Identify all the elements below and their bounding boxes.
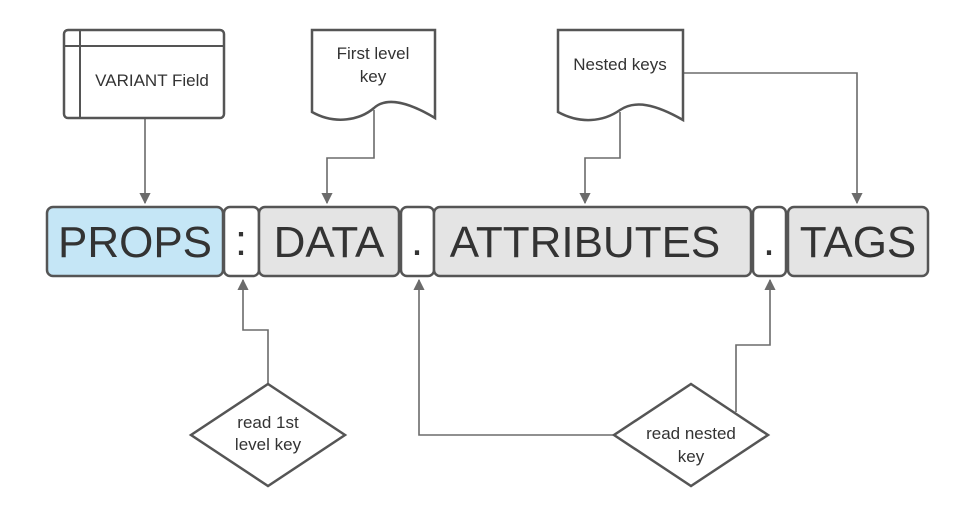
read-first-level-label-line2: level key (235, 435, 302, 454)
colon-separator-label: : (235, 216, 247, 265)
first-level-key-label-line1: First level (337, 44, 410, 63)
data-segment-label: DATA (274, 218, 385, 267)
tags-segment-label: TAGS (800, 218, 917, 267)
read-nested-shape (611, 382, 771, 488)
read-nested-label-line2: key (678, 447, 705, 466)
connector-read-nested-to-dot2 (735, 278, 776, 412)
read-nested-diamond: read nested key (611, 382, 771, 488)
attributes-segment-label: ATTRIBUTES (450, 218, 721, 267)
connector-read-first-to-colon (237, 278, 269, 384)
nested-keys-shape: Nested keys (556, 28, 685, 123)
data-segment-box (257, 205, 401, 278)
nested-keys-label: Nested keys (573, 55, 667, 74)
path-segments: PROPS : DATA . ATTRIBUTES . TAGS (45, 205, 930, 278)
dot-separator-1-label: . (411, 216, 423, 265)
variant-field-box (62, 28, 226, 120)
read-nested-label-line1: read nested (646, 424, 736, 443)
read-first-level-diamond: read 1st level key (188, 382, 348, 488)
first-level-key-shape: First level key (310, 28, 437, 121)
connector-nested-to-attributes (579, 112, 621, 205)
first-level-key-box (310, 28, 437, 121)
connectors (139, 72, 863, 436)
connector-nested-to-tags (683, 72, 863, 205)
attributes-segment-box (432, 205, 753, 278)
dot-separator-2-box (751, 205, 788, 278)
connector-first-level-to-data (321, 110, 375, 205)
nested-keys-box (556, 28, 685, 123)
read-first-level-shape (188, 382, 348, 488)
dot-separator-2-label: . (763, 216, 775, 265)
read-first-level-label-line1: read 1st (237, 413, 299, 432)
variant-field-shape: VARIANT Field (62, 28, 226, 120)
tags-segment-box (786, 205, 930, 278)
connector-read-nested-to-dot1 (413, 278, 614, 436)
variant-field-label: VARIANT Field (95, 71, 209, 90)
props-segment-label: PROPS (58, 218, 212, 267)
first-level-key-label-line2: key (360, 67, 387, 86)
